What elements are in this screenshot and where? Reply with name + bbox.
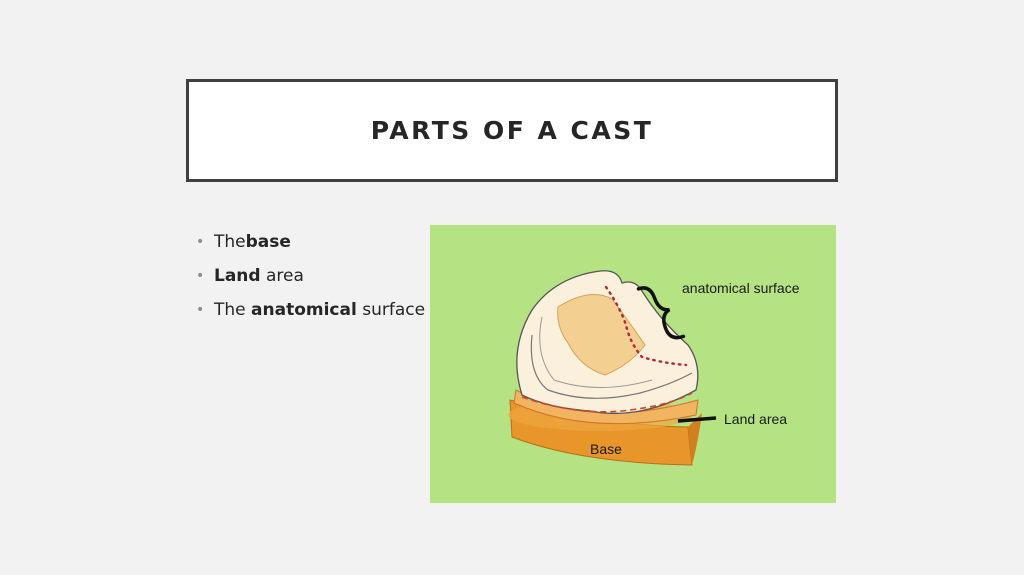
land-area-label: Land area <box>724 411 787 427</box>
bullet-dot-icon: • <box>196 268 205 284</box>
bullet-text-post: area <box>260 266 304 286</box>
cast-base-side <box>688 413 702 465</box>
curly-brace-icon <box>636 286 686 340</box>
anatomical-surface-label: anatomical surface <box>682 280 800 296</box>
cast-teeth-ridge <box>530 334 693 399</box>
bullet-text-post: surface <box>356 300 426 320</box>
slide-title: PARTS OF A CAST <box>370 116 654 145</box>
land-area-pointer <box>677 416 717 423</box>
cast-inner-ridge <box>539 316 653 388</box>
bullet-text-bold: base <box>245 232 291 252</box>
base-label: Base <box>590 441 622 457</box>
dental-cast-illustration: anatomical surface Land area Base <box>508 270 800 466</box>
anatomical-dotted-line <box>604 285 688 367</box>
bullet-list: • The ​base • Land area • The anatomical… <box>196 225 425 327</box>
bullet-text-pre: The <box>214 300 252 320</box>
bullet-dot-icon: • <box>196 234 205 250</box>
bullet-item-anatomical-surface: • The anatomical surface <box>196 293 425 327</box>
bullet-dot-icon: • <box>196 302 205 318</box>
land-dashed-line <box>521 392 693 413</box>
title-box: PARTS OF A CAST <box>186 79 838 182</box>
bullet-text-bold: Land <box>214 266 261 286</box>
bullet-item-land-area: • Land area <box>196 259 425 293</box>
bullet-text-pre: The <box>214 232 246 252</box>
bullet-item-base: • The ​base <box>196 225 425 259</box>
dental-cast-figure: anatomical surface Land area Base <box>430 225 836 503</box>
bullet-text-bold: anatomical <box>251 300 357 320</box>
